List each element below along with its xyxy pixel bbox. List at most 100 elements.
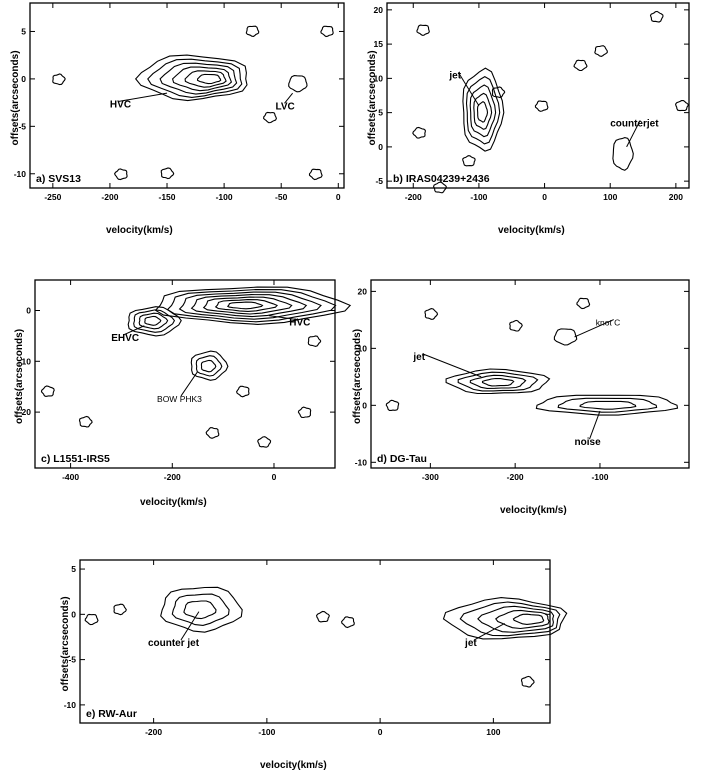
y-tick-label: -10 <box>19 356 32 366</box>
contour-bow-phk3 <box>200 359 217 373</box>
annotation-leader <box>180 371 199 397</box>
y-axis-label: offsets(arcseconds) <box>14 329 25 424</box>
contour-jet <box>495 609 550 630</box>
annotation-leader <box>473 622 505 641</box>
x-tick-label: -300 <box>422 472 439 482</box>
x-tick-label: 0 <box>272 472 277 482</box>
y-tick-label: -10 <box>64 700 77 710</box>
y-tick-label: 0 <box>26 305 31 315</box>
noise-contour <box>52 73 66 86</box>
y-tick-label: -5 <box>375 176 383 186</box>
x-tick-label: -200 <box>164 472 181 482</box>
noise-contour <box>573 59 588 72</box>
x-tick-label: 100 <box>486 727 500 737</box>
y-tick-label: -10 <box>14 169 27 179</box>
contour-hvc <box>134 54 248 102</box>
annotation-leader <box>574 319 614 338</box>
plot-frame <box>79 559 551 724</box>
contour-ehvc <box>138 312 169 330</box>
annotation-leader <box>118 92 168 102</box>
x-tick-label: -200 <box>405 192 422 202</box>
noise-contour <box>509 319 523 332</box>
x-tick-label: 200 <box>669 192 683 202</box>
noise-contour <box>649 10 664 23</box>
annotation-leader <box>626 120 641 148</box>
y-tick-label: 0 <box>362 400 367 410</box>
x-axis-label: velocity(km/s) <box>106 225 173 236</box>
noise-contour <box>205 427 220 439</box>
noise-contour <box>307 335 322 347</box>
y-tick-label: -5 <box>68 655 76 665</box>
contour-bow-phk3 <box>190 350 229 381</box>
contour-hvc <box>166 289 337 323</box>
annotation-knot-c: knot C <box>596 318 621 328</box>
contour-knot-c <box>553 328 578 346</box>
x-axis-label: velocity(km/s) <box>260 760 327 771</box>
contour-noise <box>579 400 637 410</box>
x-tick-label: -150 <box>159 192 176 202</box>
annotation-hvc: HVC <box>110 99 131 110</box>
x-tick-label: -100 <box>591 472 608 482</box>
annotation-leader <box>284 92 294 104</box>
annotation-jet: jet <box>448 70 461 81</box>
annotation-counter-jet: counter jet <box>148 638 200 649</box>
annotation-lvc: LVC <box>275 101 294 112</box>
panel-label: e) RW-Aur <box>86 708 137 720</box>
x-tick-label: -100 <box>258 727 275 737</box>
contour-counter-jet <box>183 600 217 620</box>
noise-contour <box>160 167 175 180</box>
x-tick-label: -50 <box>275 192 288 202</box>
annotation-ehvc: EHVC <box>111 333 139 344</box>
contour-jet <box>477 605 555 633</box>
y-tick-label: 0 <box>71 609 76 619</box>
annotation-leader <box>422 353 482 378</box>
contour-counter-jet <box>160 586 243 633</box>
noise-contour <box>235 385 250 398</box>
noise-contour <box>576 297 591 310</box>
annotation-leader <box>457 72 480 107</box>
plot-frame <box>370 279 690 469</box>
x-tick-label: 100 <box>603 192 617 202</box>
contour-hvc <box>178 291 322 320</box>
x-tick-label: -250 <box>44 192 61 202</box>
contour-hvc <box>190 294 308 318</box>
noise-contour <box>385 399 400 411</box>
panel-label: c) L1551-IRS5 <box>41 453 110 465</box>
x-tick-label: -200 <box>145 727 162 737</box>
noise-contour <box>416 24 430 36</box>
y-tick-label: 0 <box>21 74 26 84</box>
noise-contour <box>113 168 128 181</box>
noise-contour <box>412 126 426 139</box>
noise-contour <box>433 181 447 194</box>
noise-contour <box>257 436 272 448</box>
noise-contour <box>113 603 127 616</box>
plot-frame <box>29 2 345 189</box>
contour-group <box>84 586 568 688</box>
noise-contour <box>308 168 323 181</box>
contour-jet <box>462 67 505 152</box>
y-tick-label: 10 <box>374 73 384 83</box>
contour-hvc <box>147 58 243 98</box>
y-tick-label: 10 <box>358 343 368 353</box>
panel-d: -300-200-10020100-10velocity(km/s)offset… <box>352 279 690 516</box>
contour-hvc <box>159 62 238 95</box>
x-tick-label: -200 <box>101 192 118 202</box>
annotation-leader <box>123 325 145 336</box>
contour-hvc <box>154 286 352 325</box>
annotation-leader <box>589 410 601 440</box>
contour-group <box>52 25 334 181</box>
contour-hvc <box>184 70 227 88</box>
noise-contour <box>520 675 535 688</box>
y-tick-label: 5 <box>71 564 76 574</box>
y-tick-label: -10 <box>355 457 368 467</box>
x-tick-label: 0 <box>336 192 341 202</box>
contour-hvc <box>202 296 293 315</box>
contour-ehvc <box>144 315 162 326</box>
noise-contour <box>245 25 260 37</box>
noise-contour <box>316 610 330 623</box>
y-tick-label: -20 <box>19 407 32 417</box>
x-tick-label: 0 <box>378 727 383 737</box>
panel-label: a) SVS13 <box>36 173 81 185</box>
